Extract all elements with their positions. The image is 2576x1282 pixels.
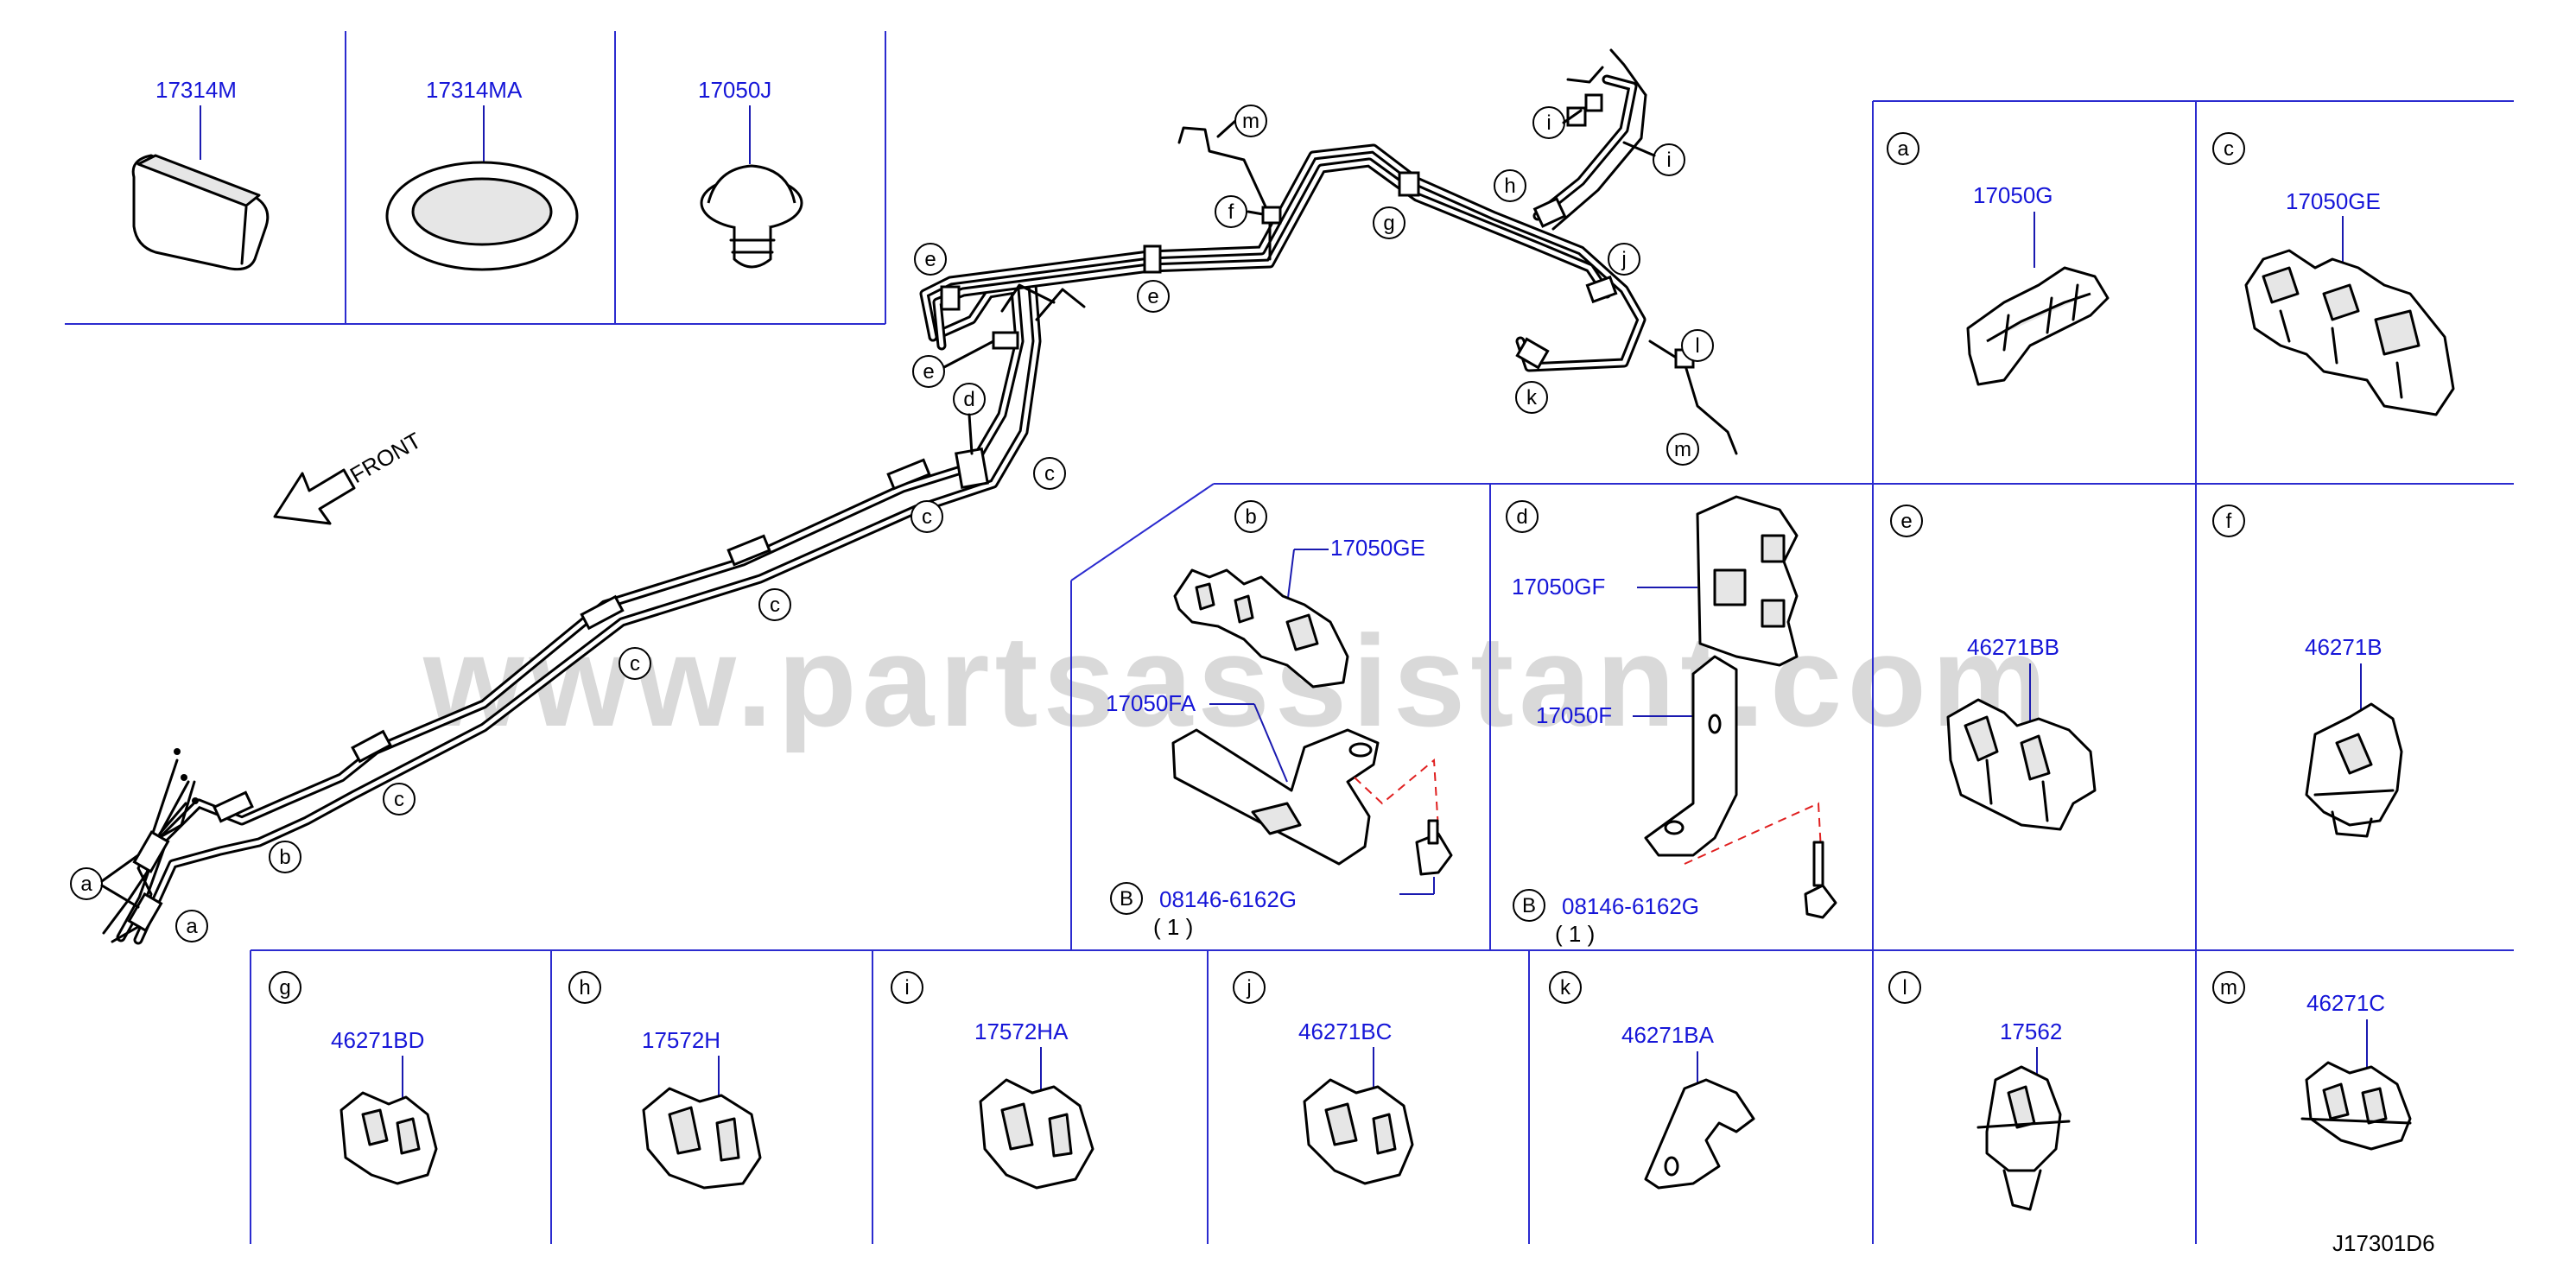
panel-j: j 46271BC — [1233, 971, 1414, 1185]
callout-k: k — [1526, 386, 1538, 409]
part-number-46271C: 46271C — [2306, 990, 2385, 1016]
callout-i-2: i — [1666, 149, 1671, 172]
part-17314MA: 17314MA — [385, 77, 579, 271]
part-number-17050GE-b: 17050GE — [1330, 535, 1425, 561]
callout-d: d — [963, 388, 974, 411]
panel-e: e 46271BB — [1890, 505, 2097, 831]
svg-text:c: c — [2224, 137, 2234, 161]
callout-a-2: a — [186, 915, 198, 938]
diagram-code: J17301D6 — [2332, 1230, 2435, 1256]
svg-text:B: B — [1522, 894, 1536, 917]
callout-m-2: m — [1674, 438, 1691, 461]
callout-e-2: e — [1147, 285, 1158, 308]
tube-clips — [127, 93, 1695, 933]
part-number-46271BC: 46271BC — [1298, 1019, 1392, 1044]
callout-h: h — [1504, 175, 1515, 198]
part-number-17050G: 17050G — [1973, 182, 2053, 208]
callout-m: m — [1242, 110, 1259, 133]
part-number-17050F: 17050F — [1536, 702, 1612, 728]
callout-c-4: c — [630, 652, 640, 676]
svg-text:b: b — [1245, 505, 1256, 529]
callout-c-3: c — [770, 593, 780, 617]
panel-h: h 17572H — [568, 971, 762, 1190]
svg-text:k: k — [1560, 976, 1571, 1000]
panel-b: b 17050GE 17050FA B 08146-6162G ( 1 ) — [1106, 500, 1453, 940]
part-number-46271B: 46271B — [2305, 634, 2382, 660]
part-number-46271BB: 46271BB — [1967, 634, 2059, 660]
svg-text:l: l — [1902, 976, 1907, 1000]
svg-text:a: a — [1897, 137, 1909, 161]
svg-text:g: g — [279, 976, 290, 1000]
part-number-17572HA: 17572HA — [974, 1019, 1069, 1044]
callout-c: c — [1044, 462, 1055, 486]
callout-g: g — [1383, 212, 1394, 235]
callout-a: a — [80, 873, 92, 896]
bolt-qty-b: ( 1 ) — [1153, 914, 1193, 940]
part-number-17314MA: 17314MA — [426, 77, 523, 103]
part-number-17572H: 17572H — [642, 1027, 720, 1053]
panel-a: a 17050G — [1887, 132, 2110, 386]
panel-k: k 46271BA — [1549, 971, 1755, 1190]
brake-tube-routing — [102, 48, 1738, 945]
part-number-17562: 17562 — [2000, 1019, 2062, 1044]
panel-grid — [65, 31, 2514, 1244]
panel-f: f 46271B — [2212, 505, 2403, 838]
bolt-08146-6162G-b: 08146-6162G — [1159, 886, 1297, 912]
part-number-17050J: 17050J — [698, 77, 771, 103]
callout-e-3: e — [923, 360, 934, 384]
part-17050J: 17050J — [698, 77, 803, 269]
callout-c-5: c — [394, 788, 404, 811]
callout-c-2: c — [922, 505, 932, 529]
svg-text:d: d — [1516, 505, 1527, 529]
panel-l: l 17562 — [1888, 971, 2071, 1211]
front-label: FRONT — [346, 427, 426, 488]
panel-i: i 17572HA — [891, 971, 1094, 1190]
part-number-17050GF: 17050GF — [1512, 574, 1605, 600]
main-callouts: m f g h i i j l k m e e e d c c c c c b … — [70, 105, 1714, 942]
svg-text:e: e — [1900, 510, 1912, 533]
part-17314M: 17314M — [131, 77, 270, 271]
part-number-17050GE-c: 17050GE — [2286, 188, 2381, 214]
panel-g: g 46271BD — [269, 971, 438, 1185]
svg-text:f: f — [2226, 510, 2232, 533]
svg-text:i: i — [904, 976, 909, 1000]
callout-j: j — [1621, 248, 1626, 271]
part-number-17050FA: 17050FA — [1106, 690, 1196, 716]
callout-f: f — [1228, 200, 1234, 224]
panel-m: m 46271C — [2212, 971, 2412, 1151]
panel-d: d 17050GF 17050F B 08146-6162G ( 1 ) — [1506, 495, 1837, 947]
part-number-46271BD: 46271BD — [331, 1027, 424, 1053]
svg-text:j: j — [1246, 976, 1251, 1000]
bolt-08146-6162G-d: 08146-6162G — [1562, 893, 1699, 919]
callout-i: i — [1546, 111, 1551, 135]
panel-c: c 17050GE — [2212, 132, 2455, 416]
svg-text:B: B — [1120, 887, 1133, 911]
callout-b: b — [279, 846, 290, 869]
front-arrow: FRONT — [273, 427, 426, 525]
part-number-17314M: 17314M — [155, 77, 237, 103]
part-number-46271BA: 46271BA — [1621, 1022, 1715, 1048]
svg-text:h: h — [579, 976, 590, 1000]
svg-text:m: m — [2220, 976, 2237, 1000]
bolt-qty-d: ( 1 ) — [1555, 921, 1595, 947]
callout-e: e — [924, 248, 936, 271]
callout-l: l — [1695, 334, 1699, 358]
